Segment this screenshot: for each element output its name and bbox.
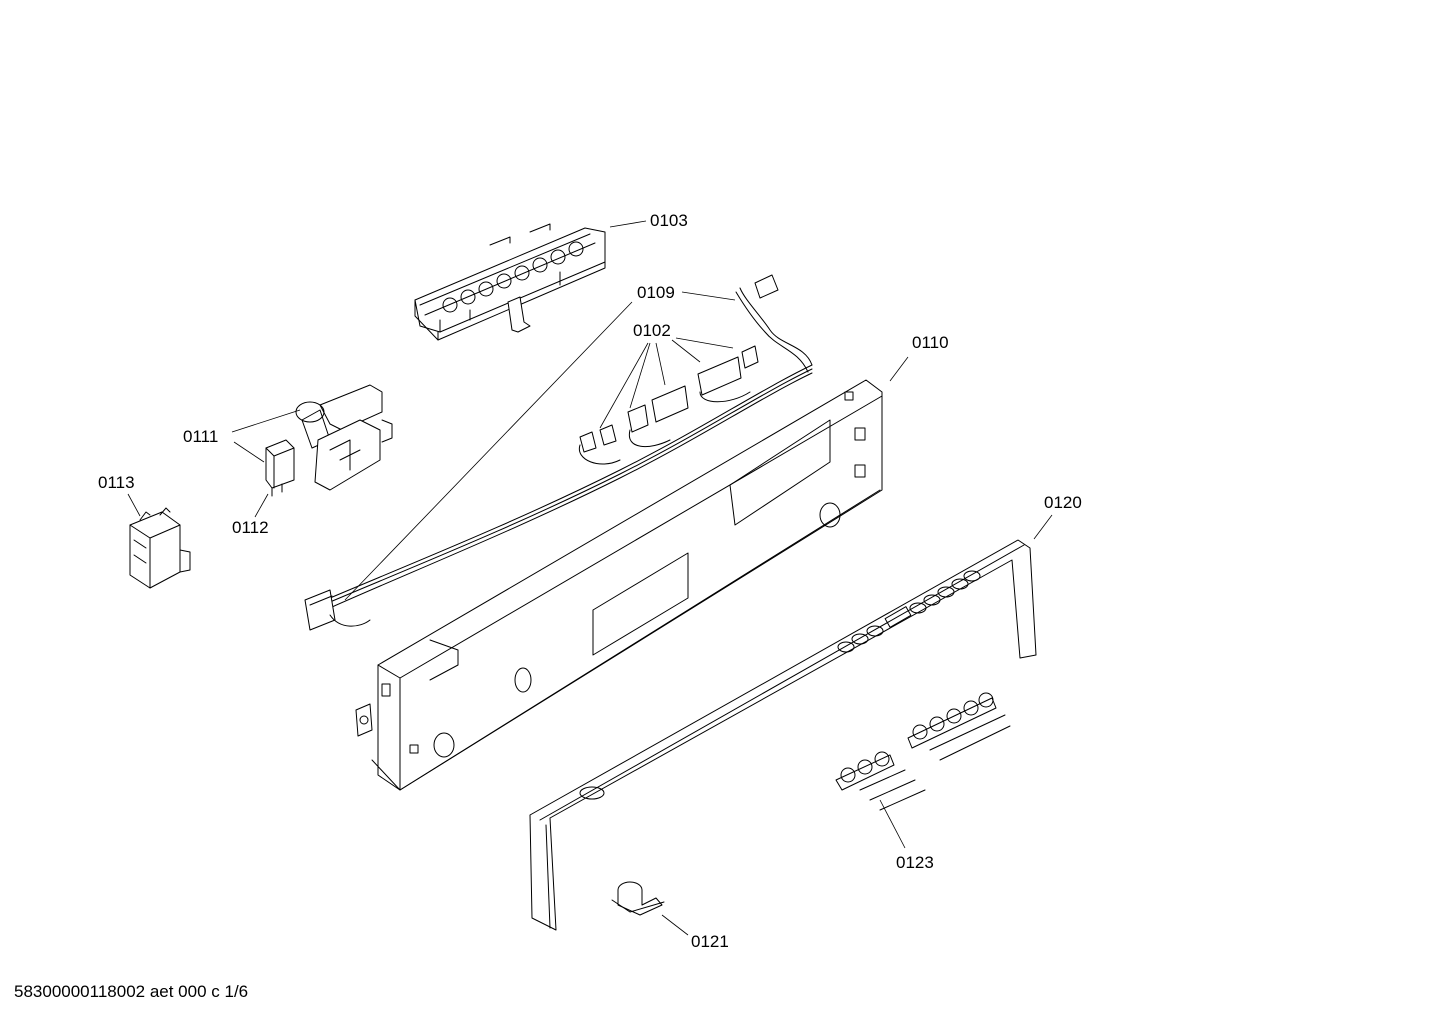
leader-0109-top — [681, 291, 736, 301]
leader-0121 — [661, 914, 689, 936]
part-0109-harness — [304, 274, 813, 631]
label-0112: 0112 — [232, 518, 269, 537]
part-0120-fascia — [529, 539, 1037, 931]
part-0102-connectors — [578, 345, 759, 465]
leader-0113 — [127, 493, 141, 517]
drawing-reference: 58300000118002 aet 000 c 1/6 — [14, 982, 249, 1001]
part-0111-assembly — [295, 384, 393, 491]
label-0103: 0103 — [650, 211, 688, 230]
leader-0110 — [889, 356, 909, 382]
label-0123: 0123 — [896, 853, 934, 872]
leader-0109-bottom — [344, 301, 633, 601]
leader-0102-lines — [599, 337, 734, 429]
leader-0111-lines — [231, 409, 301, 463]
part-0103-module — [414, 223, 606, 341]
label-0102: 0102 — [633, 321, 671, 340]
part-0121-clip — [611, 881, 665, 916]
leader-0120 — [1033, 514, 1053, 540]
label-0113: 0113 — [98, 473, 135, 492]
leader-0112 — [254, 493, 269, 518]
label-0121: 0121 — [691, 932, 729, 951]
part-0112-block — [265, 439, 295, 497]
part-0123-buttons — [835, 692, 1011, 811]
part-0110-frame — [355, 379, 883, 791]
label-0120: 0120 — [1044, 493, 1082, 512]
label-0109: 0109 — [637, 283, 675, 302]
label-0111: 0111 — [183, 427, 219, 446]
label-0110: 0110 — [912, 333, 949, 352]
leader-0123 — [879, 799, 906, 849]
part-0113-terminal — [129, 507, 191, 589]
leader-0103 — [609, 220, 647, 228]
